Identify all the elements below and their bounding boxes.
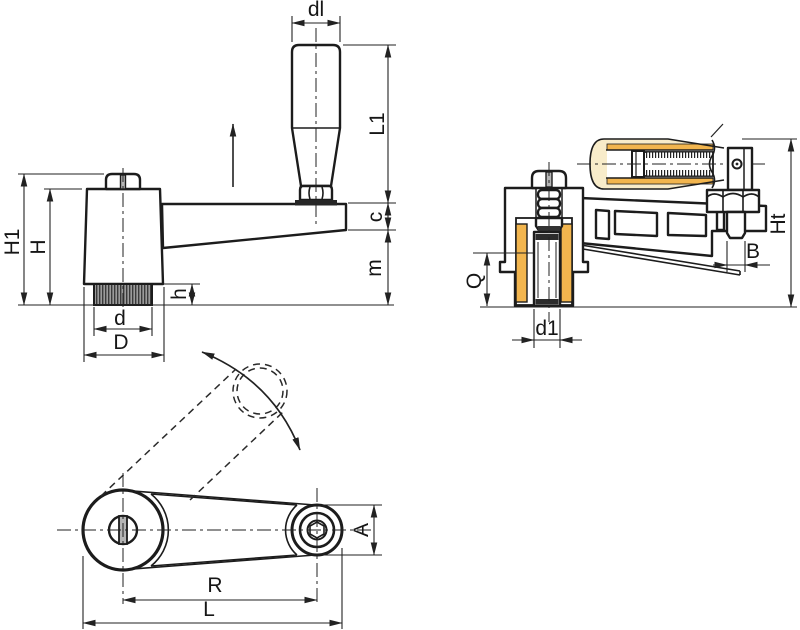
bushing-bore-lines [537, 242, 557, 298]
bushing-band-top [535, 234, 559, 240]
dim-Ht: Ht [742, 138, 797, 308]
dim-L: L [82, 548, 343, 629]
arm-plan-outline [119, 489, 316, 571]
grip-neck-unsectioned [712, 140, 724, 188]
grip-nut-facets [308, 186, 324, 200]
grip-nut [298, 184, 334, 202]
dim-Q: Q [463, 252, 533, 307]
plan-view: A R L [57, 351, 382, 629]
rotation-arrow [201, 351, 301, 451]
pivot-pin-center [735, 162, 739, 166]
arm-pocket-3 [666, 211, 708, 238]
dim-D: D [83, 287, 165, 362]
phantom-line-left [100, 368, 237, 497]
bushing-band-bottom [535, 299, 559, 305]
dim-m: m [363, 229, 392, 306]
sleeve-right [560, 223, 573, 303]
label-R: R [207, 574, 222, 597]
label-D: D [113, 331, 128, 354]
grip-bore-lines [606, 149, 713, 179]
arm-web-lines [580, 244, 741, 276]
label-m: m [363, 259, 386, 277]
side-elevation-view: dl L1 c m H1 H [1, 0, 396, 362]
dim-L1: L1 [343, 44, 396, 204]
phantom-line-right [189, 411, 284, 501]
arm-pocket-2 [613, 209, 659, 238]
dim-c: c [348, 202, 396, 231]
label-A: A [350, 523, 373, 537]
pivot-bar [726, 146, 754, 192]
label-H: H [27, 239, 50, 254]
arm-end-nut-facets [722, 190, 744, 212]
label-dl: dl [308, 0, 324, 21]
dim-d1: d1 [512, 309, 582, 348]
dim-H: H [27, 188, 82, 306]
grip-sleeve-bottom [606, 177, 714, 185]
collar-band [538, 226, 560, 231]
section-view: Q d1 B Ht [463, 123, 797, 348]
label-L: L [203, 598, 215, 621]
stud-thread-bottom [646, 170, 712, 176]
label-d1: d1 [535, 317, 558, 340]
arm-end-stud [725, 210, 747, 240]
leader-tick [710, 123, 724, 138]
sleeve-left [515, 223, 528, 303]
label-h: h [168, 288, 191, 300]
dim-dl: dl [291, 0, 341, 42]
grip-washer [295, 200, 337, 206]
dim-A: A [322, 504, 382, 556]
stud-thread-top [646, 152, 712, 158]
label-H1: H1 [1, 229, 24, 256]
crank-arm-side [160, 202, 348, 250]
label-L1: L1 [366, 112, 389, 135]
dim-d: d [93, 307, 153, 336]
label-Q: Q [463, 273, 486, 289]
dim-h: h [154, 283, 200, 306]
grip-sleeve-top [606, 143, 714, 151]
arm-end-nut-chamfer [706, 192, 760, 198]
label-c: c [364, 212, 387, 223]
label-Ht: Ht [767, 213, 790, 234]
arm-pocket-1 [594, 208, 611, 241]
dim-H1: H1 [1, 173, 104, 306]
dim-R: R [122, 574, 318, 604]
label-d: d [114, 307, 126, 330]
dim-B: B [713, 240, 770, 272]
label-B: B [746, 240, 760, 263]
